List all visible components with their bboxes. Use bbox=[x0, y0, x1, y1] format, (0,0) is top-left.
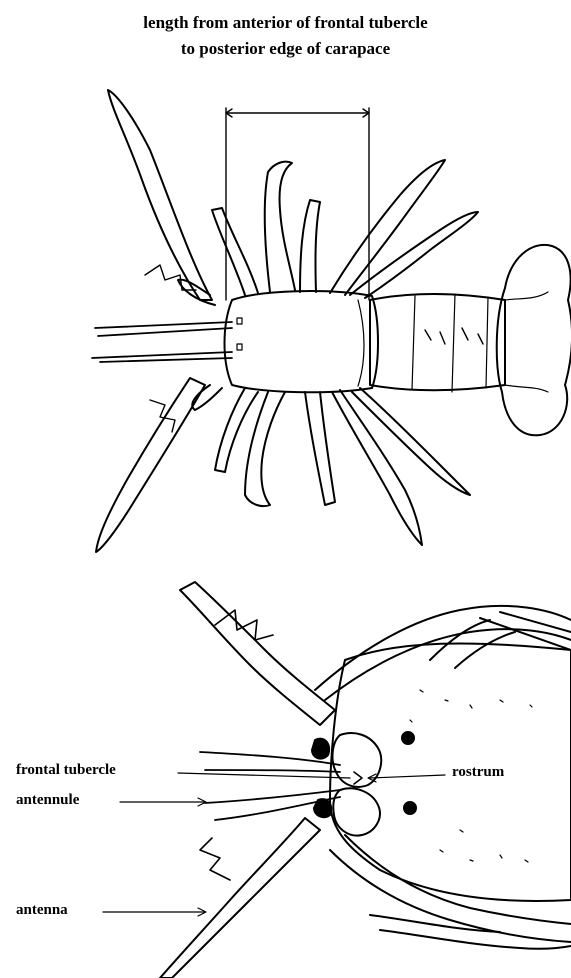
leader-frontal-tubercle bbox=[178, 773, 350, 778]
closeup-carapace bbox=[330, 643, 571, 901]
label-rostrum: rostrum bbox=[452, 764, 504, 781]
leader-rostrum bbox=[370, 775, 445, 778]
label-antennule: antennule bbox=[16, 792, 79, 809]
label-frontal-tubercle: frontal tubercle bbox=[16, 762, 116, 779]
label-antenna: antenna bbox=[16, 902, 68, 919]
closeup-eye-lower bbox=[404, 802, 416, 814]
closeup-antenna-lower bbox=[160, 818, 320, 978]
closeup-antenna-upper bbox=[180, 582, 335, 725]
closeup-eye-upper bbox=[402, 732, 414, 744]
